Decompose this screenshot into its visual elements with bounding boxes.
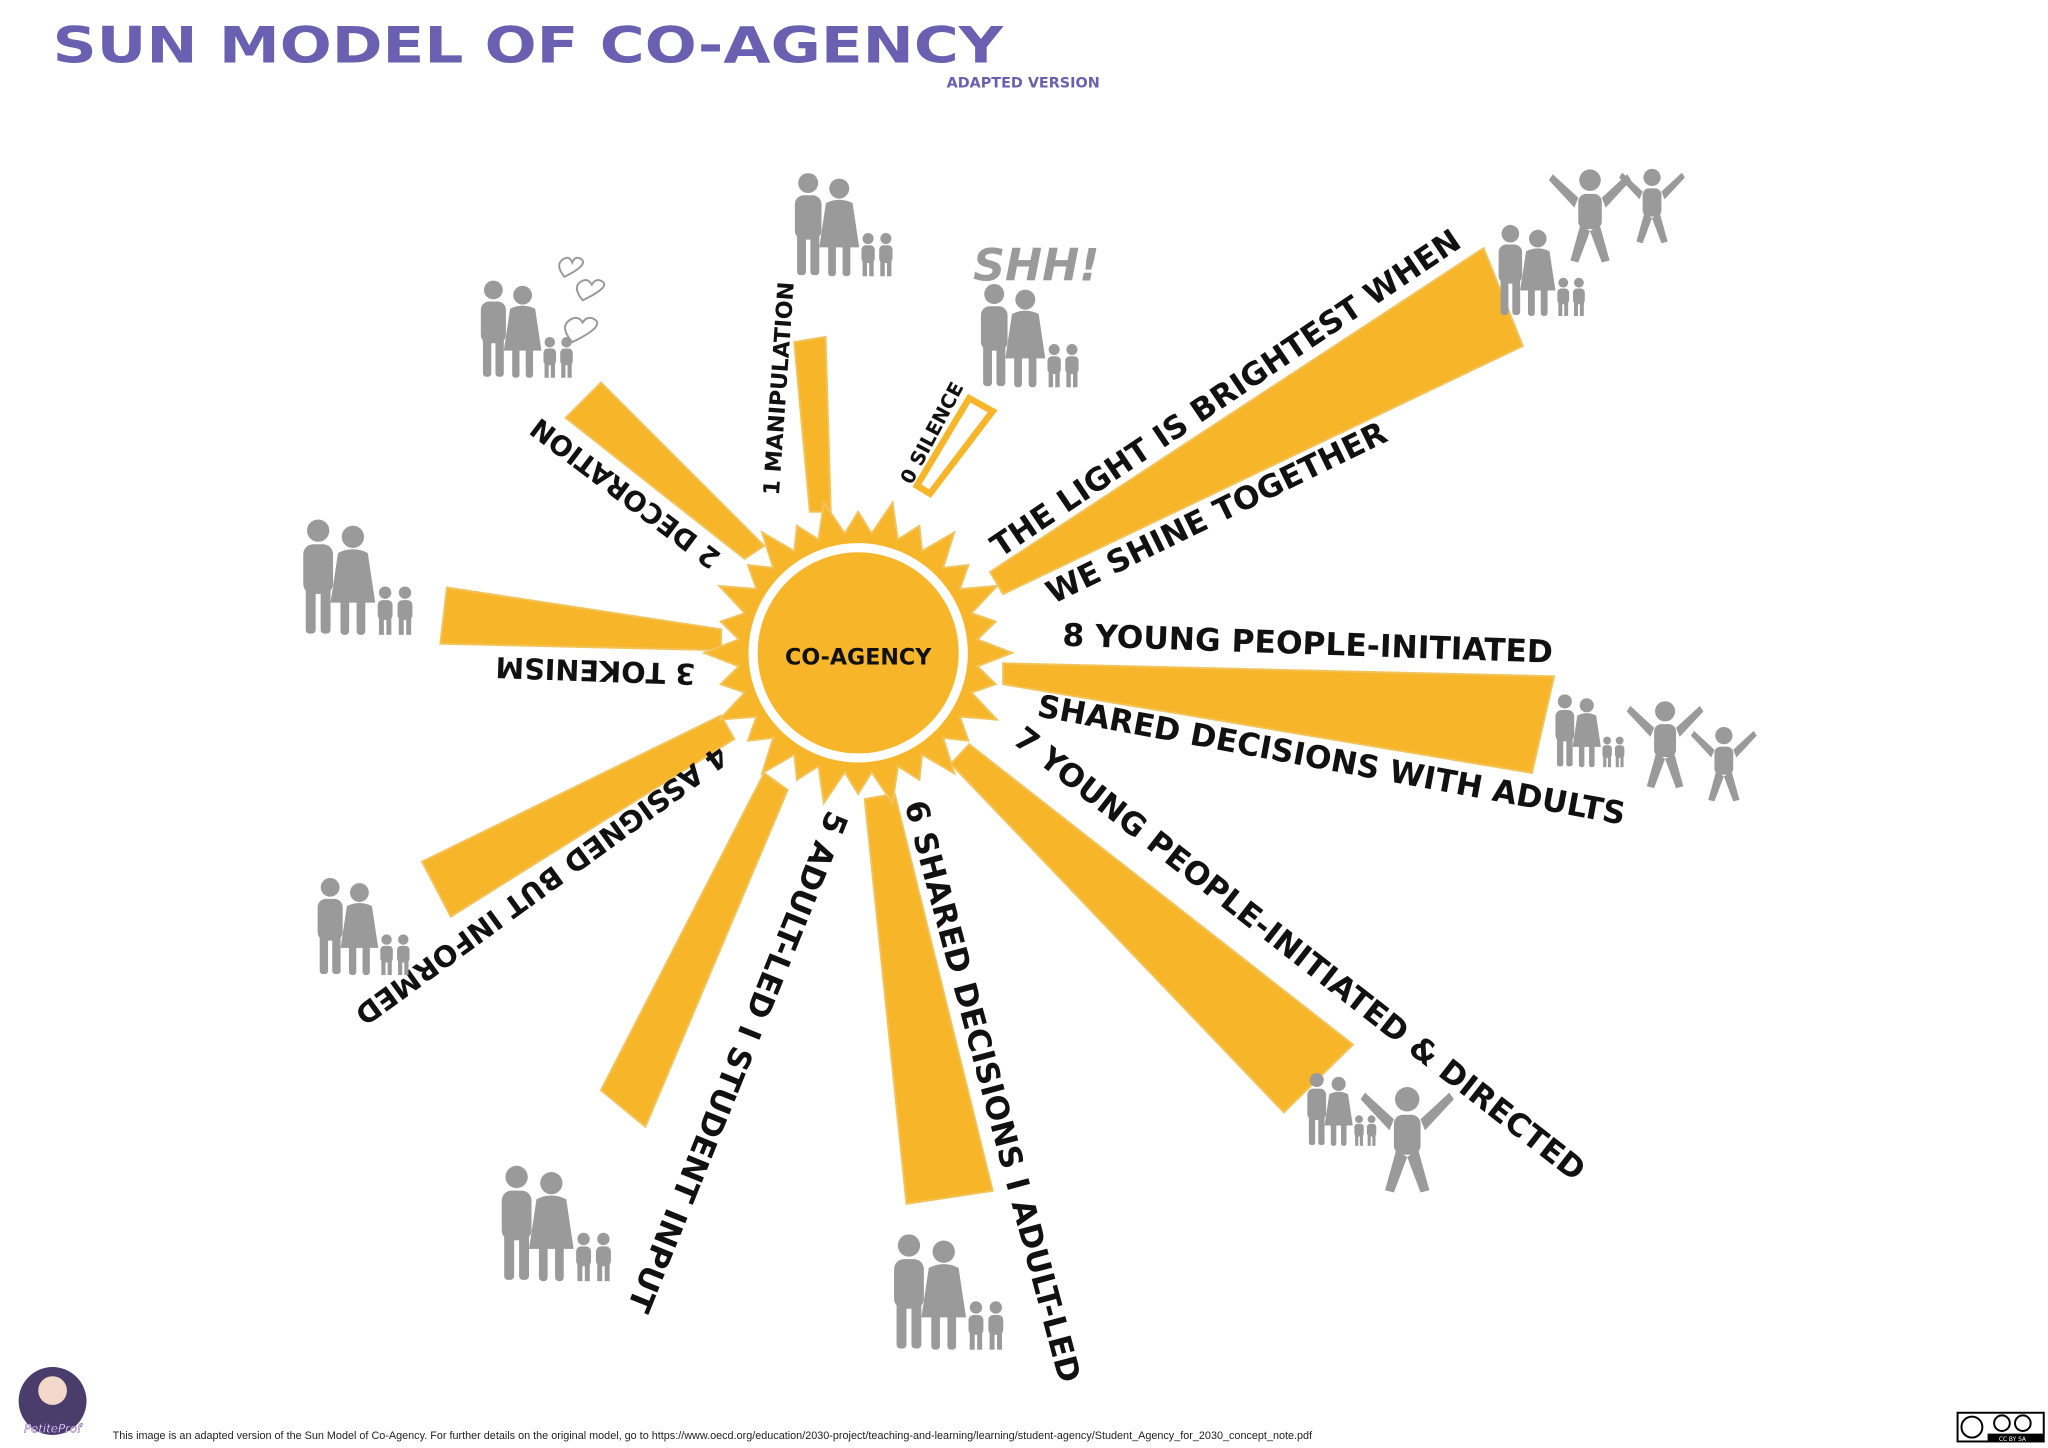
- silence-bubble: SHH!: [973, 241, 1099, 292]
- adult-led-people-icon: [501, 1165, 611, 1282]
- ray-8-initiated-shared: [1002, 662, 1556, 775]
- jumping-child-icon: [1548, 169, 1632, 263]
- ray-4-assigned: [420, 714, 736, 918]
- jumping-child-icon: [1626, 701, 1704, 789]
- tokenism-people-icon: [303, 519, 413, 635]
- label-level-8-line1: 8 YOUNG PEOPLE-INITIATED: [1062, 618, 1554, 671]
- by-icon: [1993, 1414, 2011, 1433]
- initiated-people-icon: [1307, 1073, 1377, 1146]
- jumping-child-icon: [1619, 168, 1685, 244]
- shared-adult-led-people-icon: [894, 1234, 1004, 1350]
- heart-icons: [558, 256, 606, 344]
- ray-0-silence: [912, 393, 998, 498]
- ray-7-initiated-directed: [949, 742, 1355, 1114]
- silence-people-icon: [980, 284, 1079, 388]
- ray-together: [988, 246, 1525, 596]
- page-subtitle: ADAPTED VERSION: [947, 75, 1100, 91]
- jumping-child-icon: [1690, 727, 1757, 802]
- together-people-icon: [1498, 224, 1585, 316]
- ray-2-decoration: [564, 381, 766, 561]
- cc-license-badge[interactable]: CC BY SA: [1956, 1411, 2045, 1443]
- author-logo: PetiteProf: [18, 1367, 87, 1436]
- label-level-1: 1 MANIPULATION: [759, 281, 800, 496]
- shared-adults-people-icon: [1555, 694, 1625, 768]
- sun-core: [757, 552, 959, 754]
- license-text: CC BY SA: [1999, 1437, 2026, 1443]
- footer-note: This image is an adapted version of the …: [113, 1430, 1313, 1442]
- ray-5-adult-led: [599, 771, 789, 1129]
- center-label: CO-AGENCY: [785, 645, 932, 671]
- sa-icon: [2014, 1414, 2032, 1433]
- manipulation-people-icon: [794, 173, 893, 277]
- sun-rays: [420, 246, 1556, 1205]
- label-level-3: 3 TOKENISM: [495, 650, 696, 691]
- ray-1-manipulation: [793, 335, 832, 513]
- label-level-0: 0 SILENCE: [896, 378, 969, 488]
- page-title: SUN MODEL OF CO-AGENCY: [53, 17, 1005, 75]
- cc-icon: [1960, 1415, 1984, 1439]
- decoration-people-icon: [480, 280, 573, 378]
- ray-3-tokenism: [439, 586, 723, 652]
- ray-6-shared-adult-led: [863, 792, 994, 1205]
- logo-text: PetiteProf: [24, 1421, 83, 1435]
- assigned-people-icon: [317, 877, 410, 976]
